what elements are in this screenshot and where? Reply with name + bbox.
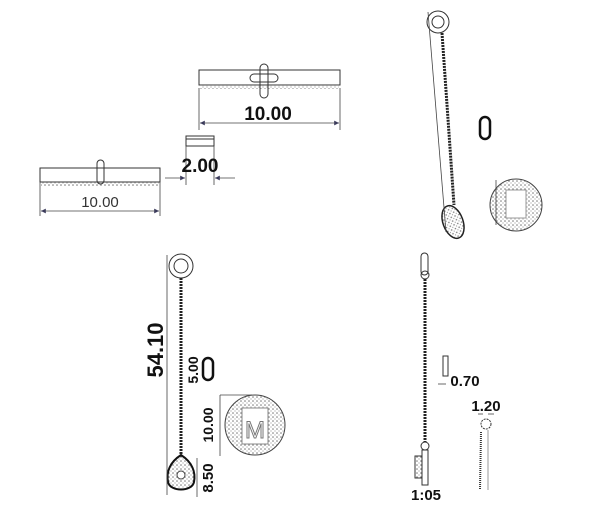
front-ring bbox=[168, 253, 194, 279]
isometric-view bbox=[426, 10, 543, 240]
clasp-block bbox=[185, 135, 215, 147]
top-view-texture bbox=[200, 85, 339, 89]
drop-length-label: 8.50 bbox=[200, 463, 217, 492]
iso-link bbox=[478, 115, 492, 141]
side-view-body bbox=[39, 167, 161, 183]
medallion-letter: M bbox=[245, 417, 265, 444]
clasp-pin bbox=[259, 63, 269, 99]
wire-thickness-label: 0.70 bbox=[450, 373, 479, 390]
iso-ring bbox=[426, 10, 450, 34]
scale-label: 1:05 bbox=[411, 487, 441, 504]
top-view-width-label: 10.00 bbox=[244, 104, 292, 125]
iso-pendant bbox=[441, 204, 465, 240]
clasp-bar bbox=[249, 73, 279, 83]
iso-chain bbox=[440, 32, 456, 206]
clasp-width-label: 2.00 bbox=[182, 156, 219, 177]
side-view-pin bbox=[96, 159, 105, 185]
side-profile-view: 0.70 1.20 1:05 bbox=[411, 252, 501, 504]
top-view: 10.00 bbox=[198, 63, 341, 130]
total-length-label: 54.10 bbox=[143, 322, 168, 377]
top-view-body bbox=[198, 69, 341, 86]
ring-width-label: 1.20 bbox=[471, 398, 500, 415]
side-view-width-label: 10.00 bbox=[81, 194, 119, 211]
wire-profile bbox=[442, 355, 449, 377]
side-view: 10.00 bbox=[39, 159, 161, 216]
ring-profile bbox=[480, 418, 492, 430]
front-view: 54.10 5.00 M 10.00 8.50 bbox=[143, 253, 286, 497]
front-link bbox=[201, 356, 215, 382]
medallion-diameter-label: 10.00 bbox=[200, 407, 216, 442]
clasp-detail: 2.00 bbox=[165, 135, 235, 185]
link-length-label: 5.00 bbox=[185, 356, 201, 383]
profile-clasp bbox=[420, 252, 429, 276]
